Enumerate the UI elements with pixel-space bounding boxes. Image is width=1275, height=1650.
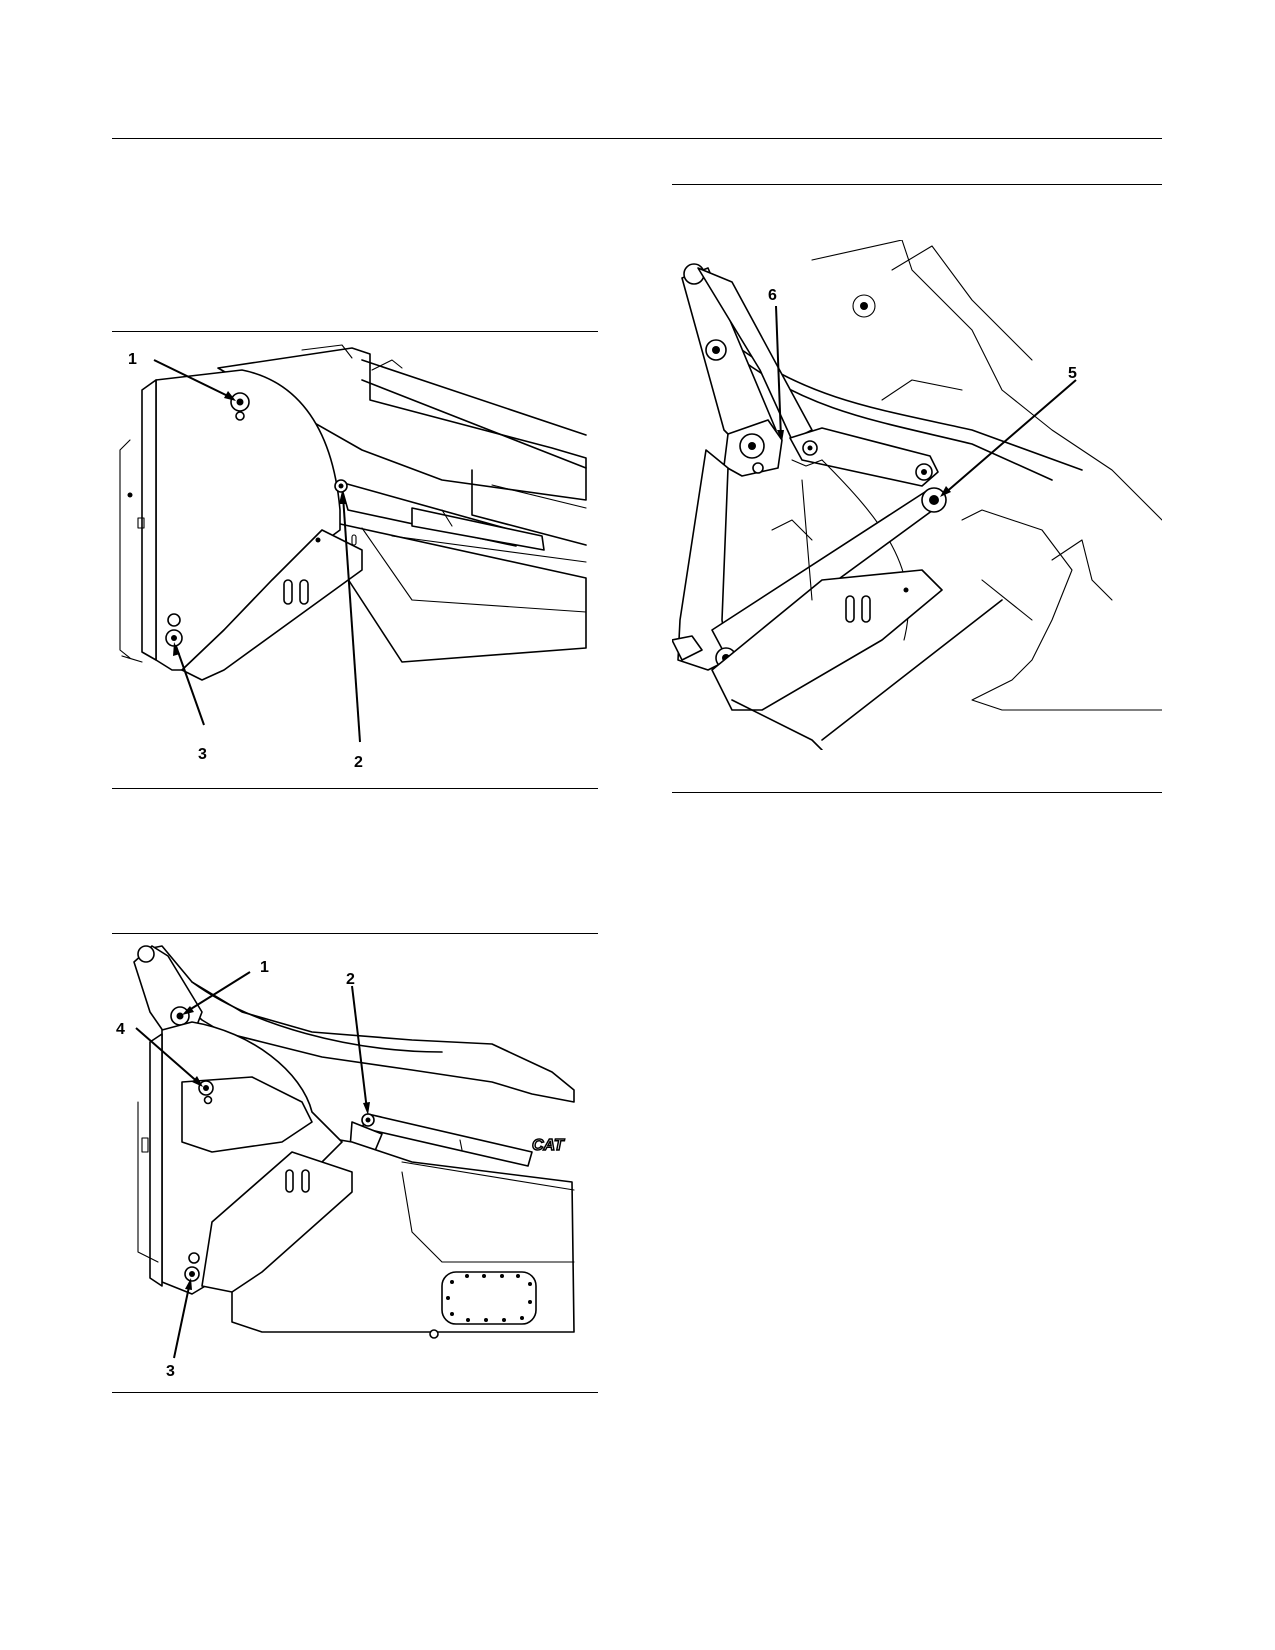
slot-right xyxy=(301,1169,310,1193)
callout-1: 1 xyxy=(260,959,269,976)
loader-side-illustration: CAT 1 2 3 4 xyxy=(116,945,575,1380)
callout-6: 6 xyxy=(768,287,777,304)
linkage-closeup-illustration: 6 5 xyxy=(671,239,1163,751)
pin-1-icon xyxy=(176,1012,184,1020)
left-top-figure-top-rule xyxy=(112,331,598,332)
slot-left xyxy=(285,1169,294,1193)
callout-1: 1 xyxy=(128,351,137,368)
slot-left xyxy=(845,595,855,623)
lift-arm-front-illustration: 1 2 3 xyxy=(119,344,587,771)
left-bottom-figure-bottom-rule xyxy=(112,1392,598,1393)
figure-left-top: 1 2 3 xyxy=(112,340,598,785)
slot-left xyxy=(283,579,293,605)
pin-3-icon xyxy=(188,1252,200,1264)
callout-2: 2 xyxy=(354,754,363,771)
figure-left-bottom: CAT 1 2 3 4 xyxy=(112,942,598,1389)
slot-right xyxy=(299,579,309,605)
left-top-figure-bottom-rule xyxy=(112,788,598,789)
left-bottom-figure-top-rule xyxy=(112,933,598,934)
cat-logo: CAT xyxy=(532,1137,565,1154)
callout-4: 4 xyxy=(116,1021,125,1038)
access-cover xyxy=(441,1271,537,1325)
right-figure-bottom-rule xyxy=(672,792,1162,793)
page-header-rule xyxy=(112,138,1162,139)
callout-2: 2 xyxy=(346,971,355,988)
callout-3: 3 xyxy=(166,1363,175,1380)
figure-right-top: 6 5 xyxy=(671,239,1163,751)
pin-3-icon xyxy=(167,613,181,627)
slot-right xyxy=(861,595,871,623)
callout-5: 5 xyxy=(1068,365,1077,382)
right-figure-top-rule xyxy=(672,184,1162,185)
callout-3: 3 xyxy=(198,746,207,763)
